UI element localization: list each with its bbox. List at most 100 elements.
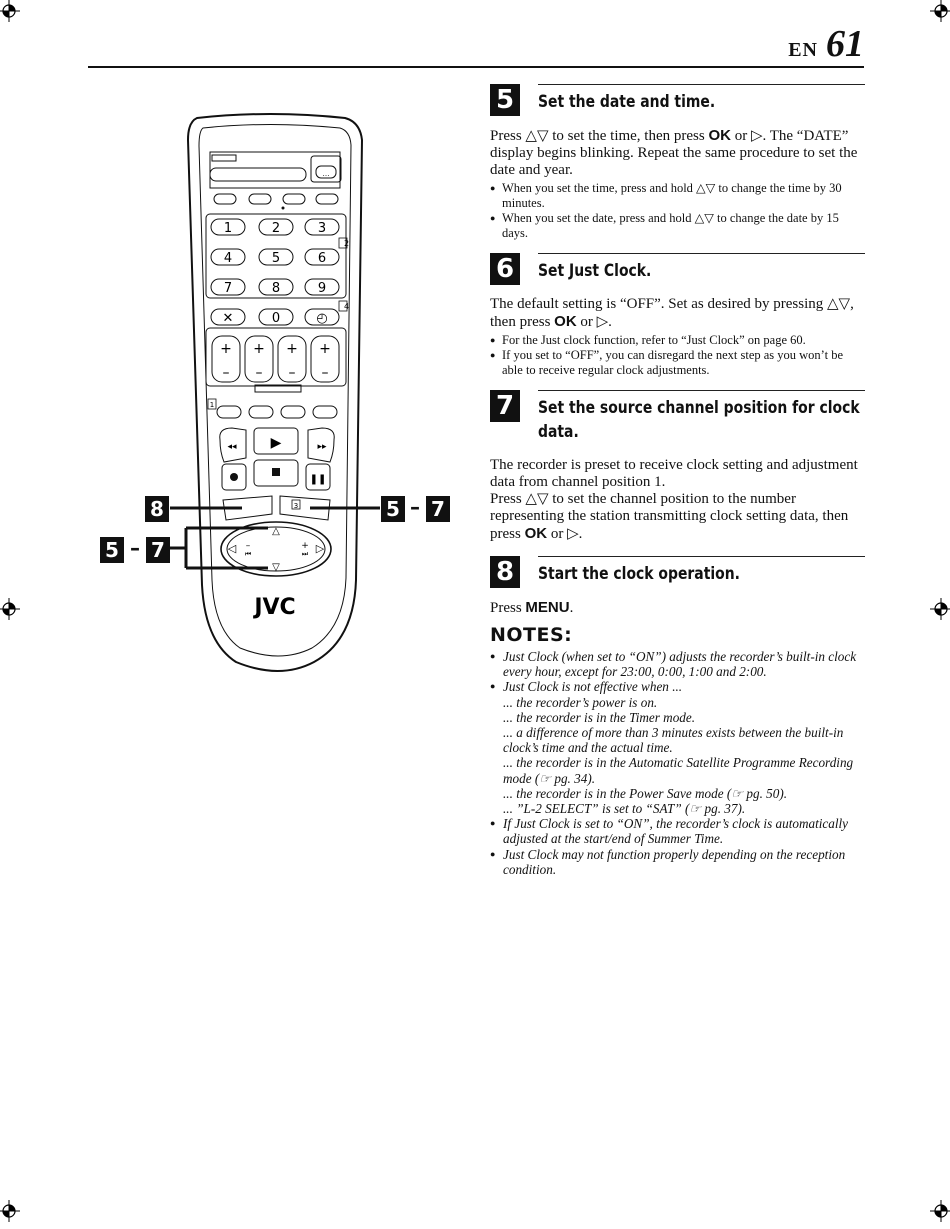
remote-key bbox=[258, 308, 294, 326]
svg-text:❚❚: ❚❚ bbox=[310, 474, 327, 485]
note-item: Just Clock (when set to “ON”) adjusts th… bbox=[490, 649, 860, 679]
registration-mark-icon bbox=[0, 0, 20, 22]
step-bullet: When you set the time, press and hold △▽… bbox=[490, 181, 865, 211]
remote-key-label: 2 bbox=[272, 221, 280, 236]
step-bullet: For the Just clock function, refer to “J… bbox=[490, 333, 865, 348]
note-subitem: ... a difference of more than 3 minutes … bbox=[503, 725, 844, 756]
remote-key bbox=[210, 308, 246, 326]
callout-range-dash: – bbox=[410, 495, 420, 519]
remote-side-label: 4 bbox=[344, 302, 349, 311]
note-subitem: ... ”L-2 SELECT” is set to “SAT” (☞ pg. … bbox=[503, 801, 746, 817]
remote-key-label: 1 bbox=[224, 221, 232, 236]
step-bullet: When you set the date, press and hold △▽… bbox=[490, 211, 865, 241]
svg-text:+: + bbox=[319, 341, 331, 357]
remote-key-label: ✕ bbox=[223, 311, 234, 326]
svg-text:–: – bbox=[246, 541, 251, 551]
svg-text:–: – bbox=[223, 365, 230, 381]
remote-key-label: 0 bbox=[272, 311, 280, 326]
step-body: Press △▽ to set the time, then press OK … bbox=[490, 127, 858, 178]
callout-step-label: 7 bbox=[146, 537, 170, 563]
step-body: Press MENU. bbox=[490, 599, 574, 616]
page-header: EN 61 bbox=[88, 22, 864, 68]
notes-list: Just Clock (when set to “ON”) adjusts th… bbox=[490, 649, 860, 877]
step-body: The default setting is “OFF”. Set as des… bbox=[490, 296, 854, 330]
svg-text:+: + bbox=[253, 341, 265, 357]
callout-step-label: 8 bbox=[145, 496, 169, 522]
svg-text:◂◂: ◂◂ bbox=[227, 442, 237, 452]
remote-key bbox=[258, 218, 294, 236]
svg-text:+: + bbox=[301, 541, 309, 551]
registration-mark-icon bbox=[930, 598, 950, 620]
remote-key bbox=[210, 278, 246, 296]
step-bullet: If you set to “OFF”, you can disregard t… bbox=[490, 348, 865, 378]
step-number: 8 bbox=[490, 556, 520, 588]
language-code: EN bbox=[788, 39, 818, 61]
step-7: 7 Set the source channel position for cl… bbox=[490, 390, 865, 550]
step-6: 6 Set Just Clock. The default setting is… bbox=[490, 253, 865, 383]
remote-key bbox=[304, 248, 340, 266]
step-title: Set Just Clock. bbox=[538, 261, 652, 281]
svg-text:–: – bbox=[256, 365, 263, 381]
step-number: 6 bbox=[490, 253, 520, 285]
remote-key bbox=[210, 248, 246, 266]
note-item: Just Clock may not function properly dep… bbox=[490, 847, 860, 877]
svg-text:▽: ▽ bbox=[272, 562, 280, 573]
registration-mark-icon bbox=[930, 1200, 950, 1222]
step-8: 8 Start the clock operation. Press MENU. bbox=[490, 556, 865, 620]
svg-text:▸▸: ▸▸ bbox=[317, 442, 327, 452]
registration-mark-icon bbox=[0, 1200, 20, 1222]
note-item: If Just Clock is set to “ON”, the record… bbox=[490, 816, 860, 846]
remote-key bbox=[258, 248, 294, 266]
registration-mark-icon bbox=[930, 0, 950, 22]
svg-text:⏮: ⏮ bbox=[245, 550, 251, 558]
remote-side-label: 1 bbox=[210, 401, 214, 409]
step-title: Start the clock operation. bbox=[538, 564, 740, 584]
remote-side-label: 3 bbox=[294, 502, 298, 510]
svg-text:⏭: ⏭ bbox=[302, 550, 309, 558]
step-5: 5 Set the date and time. Press △▽ to set… bbox=[490, 84, 865, 244]
callout-step-label: 5 bbox=[381, 496, 405, 522]
remote-key-label: 7 bbox=[224, 281, 232, 296]
notes-title: NOTES: bbox=[490, 624, 573, 646]
note-subitem: ... the recorder’s power is on. bbox=[503, 694, 658, 710]
remote-key bbox=[304, 278, 340, 296]
remote-key-label: 3 bbox=[318, 221, 326, 236]
brand-logo: JVC bbox=[252, 595, 295, 620]
svg-text:…: … bbox=[323, 170, 330, 178]
step-number: 7 bbox=[490, 390, 520, 422]
svg-text:▶: ▶ bbox=[271, 435, 282, 451]
step-title: Set the source channel position for cloc… bbox=[538, 398, 860, 442]
svg-text:–: – bbox=[289, 365, 296, 381]
registration-mark-icon bbox=[0, 598, 20, 620]
remote-key-label: 8 bbox=[272, 281, 280, 296]
note-item: Just Clock is not effective when ... bbox=[490, 679, 860, 694]
remote-key-label: ◴ bbox=[316, 311, 327, 326]
step-title: Set the date and time. bbox=[538, 92, 716, 112]
remote-key-label: 6 bbox=[318, 251, 326, 266]
svg-text:+: + bbox=[220, 341, 232, 357]
callout-step-label: 5 bbox=[100, 537, 124, 563]
remote-key-label: 9 bbox=[318, 281, 326, 296]
remote-key-label: 4 bbox=[224, 251, 232, 266]
callout-range-dash: – bbox=[130, 536, 140, 560]
remote-key bbox=[304, 308, 340, 326]
svg-text:▷: ▷ bbox=[316, 542, 325, 555]
page-number: 61 bbox=[826, 23, 864, 65]
remote-key bbox=[304, 218, 340, 236]
step-body: The recorder is preset to receive clock … bbox=[490, 457, 858, 490]
step-body: Press △▽ to set the channel position to … bbox=[490, 491, 849, 542]
note-subitem: ... the recorder is in the Timer mode. bbox=[503, 709, 696, 725]
svg-text:+: + bbox=[286, 341, 298, 357]
callout-step-label: 7 bbox=[426, 496, 450, 522]
svg-text:◁: ◁ bbox=[228, 542, 237, 555]
note-subitem: ... the recorder is in the Power Save mo… bbox=[503, 785, 788, 801]
svg-text:△: △ bbox=[272, 526, 280, 537]
remote-key bbox=[210, 218, 246, 236]
remote-side-label: 2 bbox=[344, 239, 349, 248]
note-subitem: ... the recorder is in the Automatic Sat… bbox=[503, 755, 854, 786]
remote-key bbox=[258, 278, 294, 296]
svg-text:–: – bbox=[322, 365, 329, 381]
step-number: 5 bbox=[490, 84, 520, 116]
